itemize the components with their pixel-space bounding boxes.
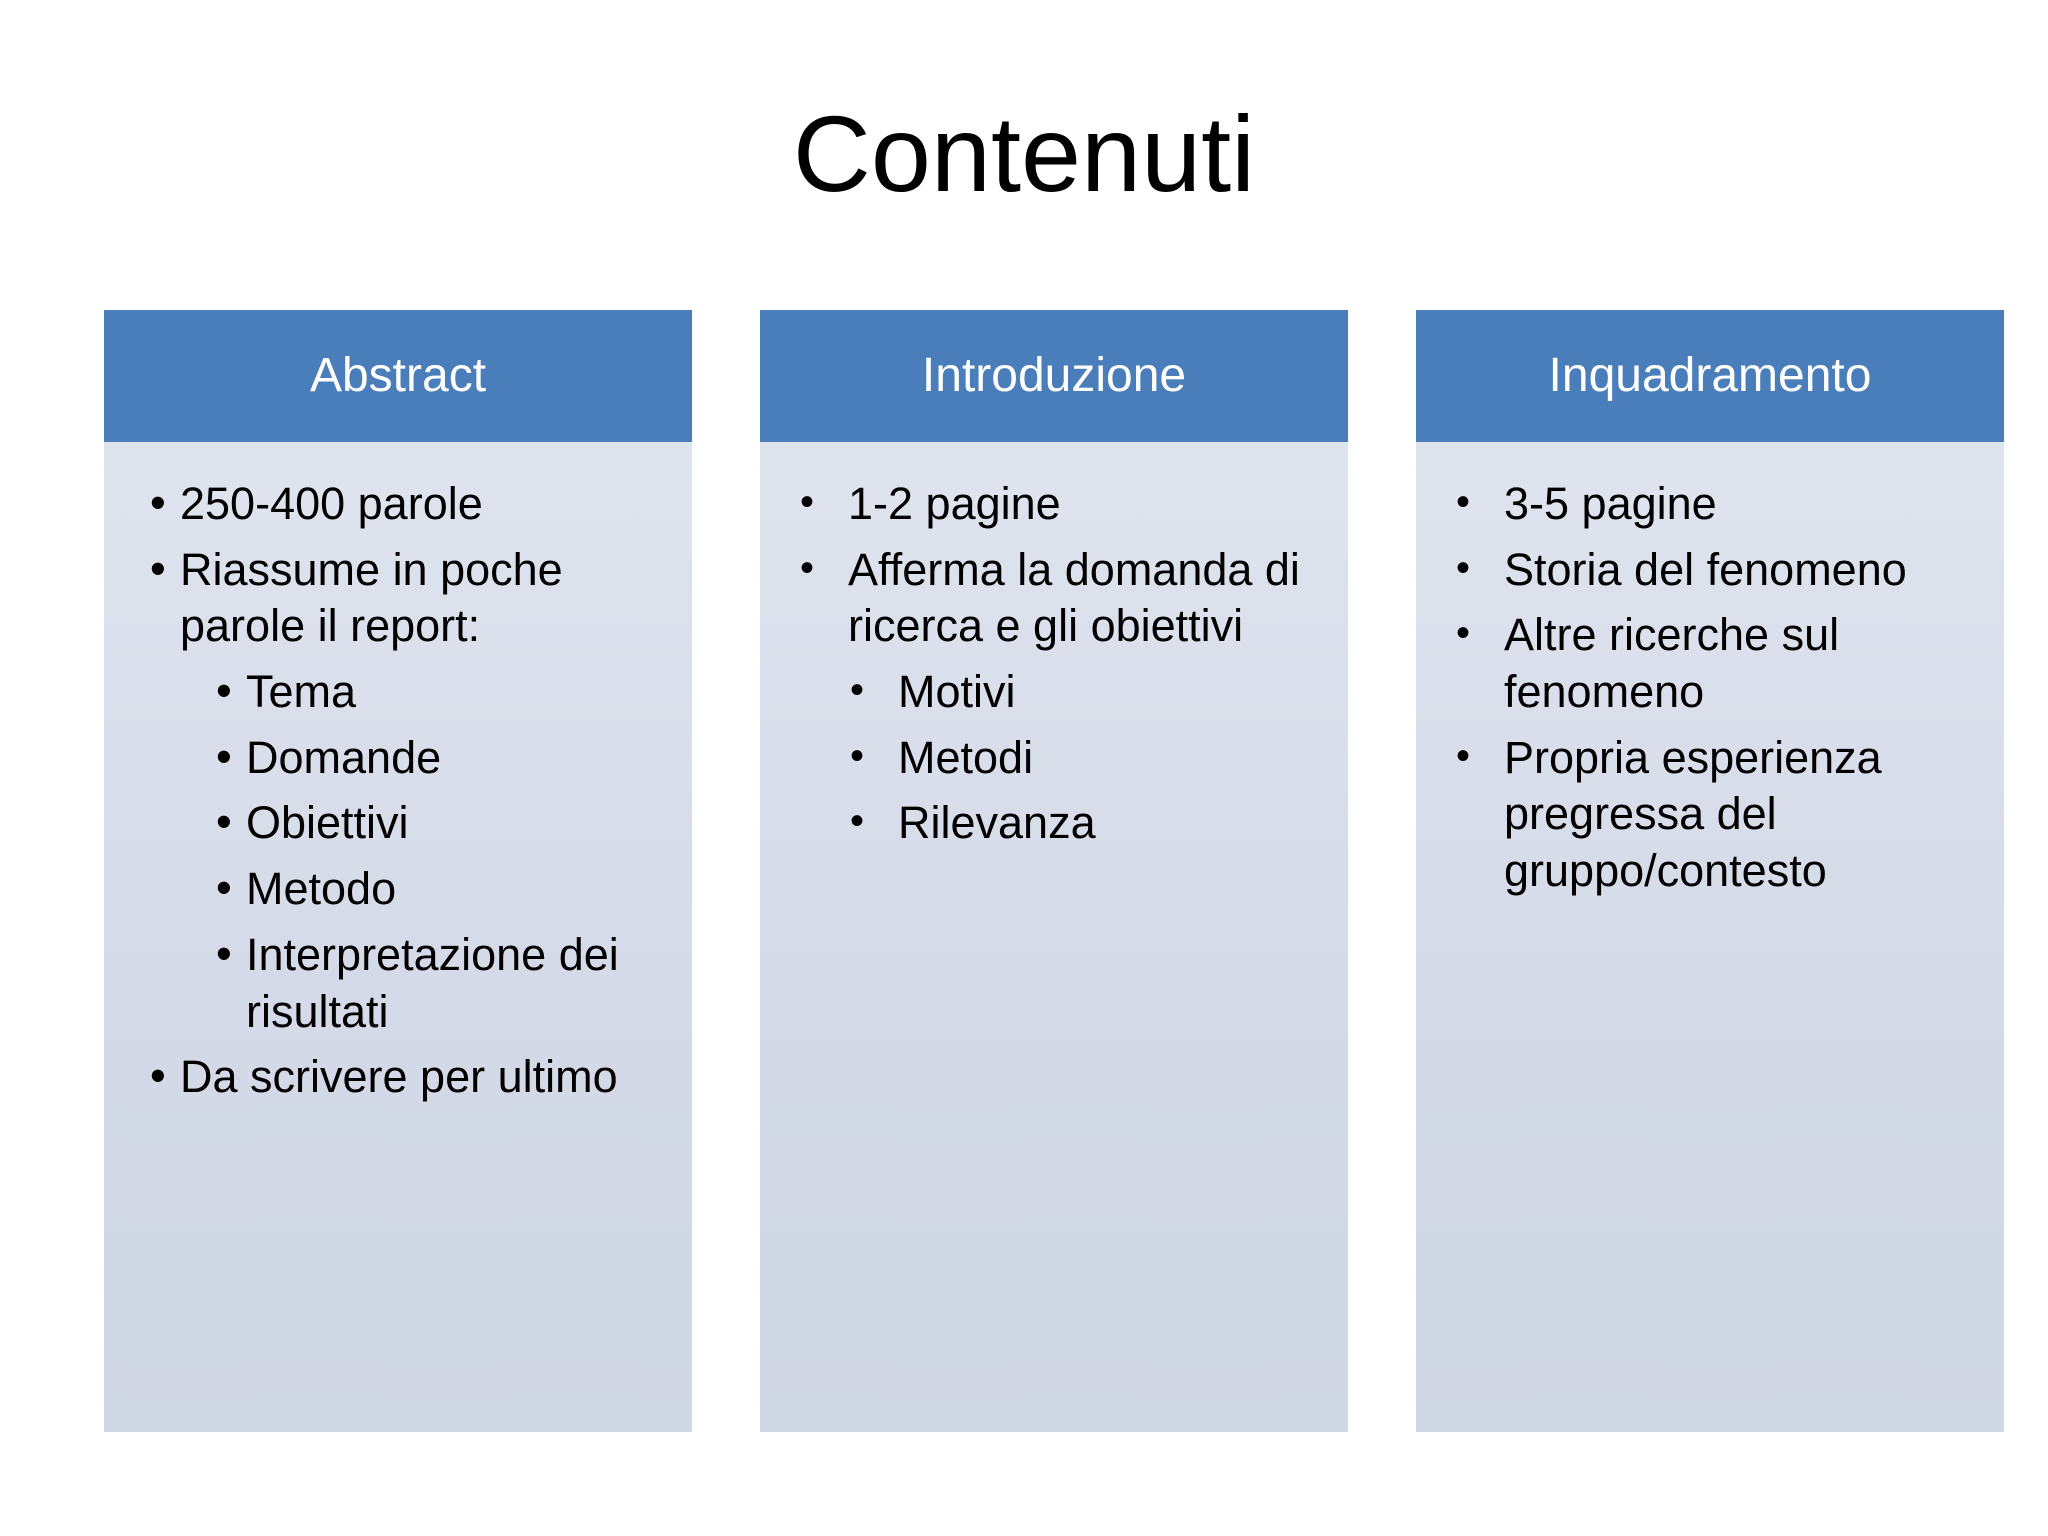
list-item: Tema: [210, 663, 674, 721]
list-item: Motivi: [840, 663, 1330, 721]
bullet-list-abstract: 250-400 parole Riassume in poche parole …: [122, 475, 674, 1106]
bullet-list-introduzione: 1-2 pagine Afferma la domanda di ricerca…: [778, 475, 1330, 852]
column-body-introduzione: 1-2 pagine Afferma la domanda di ricerca…: [760, 442, 1348, 1432]
list-item: Domande: [210, 729, 674, 787]
list-item: Riassume in poche parole il report:: [144, 541, 674, 655]
list-item: Interpretazione dei risultati: [210, 926, 674, 1040]
column-header-introduzione: Introduzione: [760, 310, 1348, 442]
list-item: Obiettivi: [210, 794, 674, 852]
column-header-abstract: Abstract: [104, 310, 692, 442]
list-item: 3-5 pagine: [1446, 475, 1986, 533]
column-inquadramento: Inquadramento 3-5 pagine Storia del feno…: [1416, 310, 2004, 1432]
list-item: Da scrivere per ultimo: [144, 1048, 674, 1106]
list-item: Afferma la domanda di ricerca e gli obie…: [790, 541, 1330, 655]
list-item: 250-400 parole: [144, 475, 674, 533]
content-columns: Abstract 250-400 parole Riassume in poch…: [104, 310, 2004, 1432]
column-introduzione: Introduzione 1-2 pagine Afferma la doman…: [760, 310, 1348, 1432]
list-item: Rilevanza: [840, 794, 1330, 852]
list-item: Metodi: [840, 729, 1330, 787]
list-item: 1-2 pagine: [790, 475, 1330, 533]
column-abstract: Abstract 250-400 parole Riassume in poch…: [104, 310, 692, 1432]
column-header-inquadramento: Inquadramento: [1416, 310, 2004, 442]
bullet-list-inquadramento: 3-5 pagine Storia del fenomeno Altre ric…: [1434, 475, 1986, 900]
list-item: Propria esperienza pregressa del gruppo/…: [1446, 729, 1986, 900]
list-item: Storia del fenomeno: [1446, 541, 1986, 599]
column-body-inquadramento: 3-5 pagine Storia del fenomeno Altre ric…: [1416, 442, 2004, 1432]
column-body-abstract: 250-400 parole Riassume in poche parole …: [104, 442, 692, 1432]
page-title: Contenuti: [792, 93, 1256, 214]
list-item: Altre ricerche sul fenomeno: [1446, 606, 1986, 720]
list-item: Metodo: [210, 860, 674, 918]
